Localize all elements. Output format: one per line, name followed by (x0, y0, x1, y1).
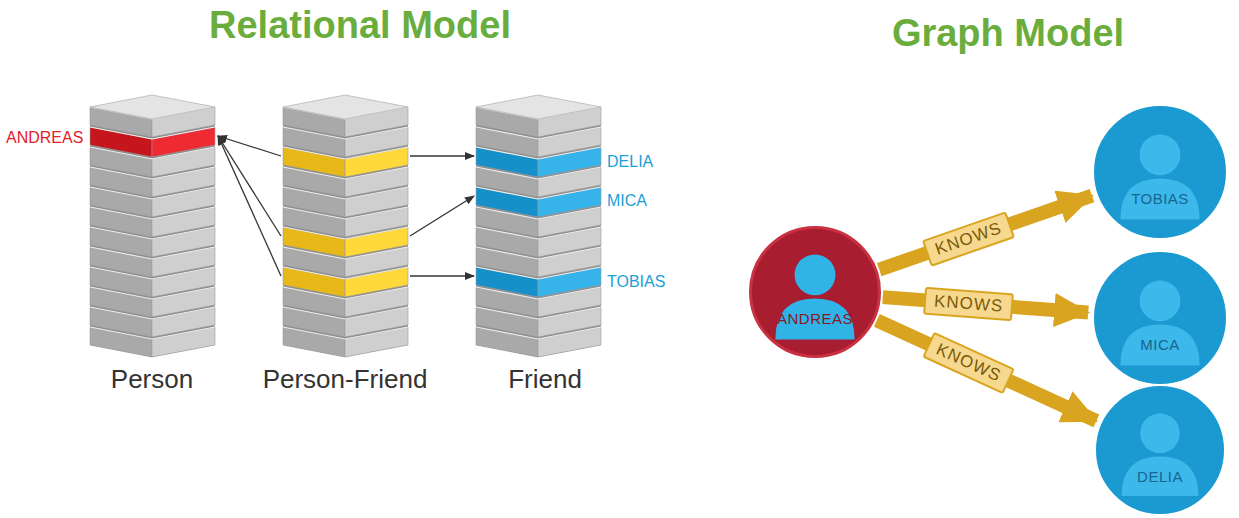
label-text: Person (111, 364, 193, 394)
table-name: Friend (508, 364, 582, 395)
person-icon (1094, 252, 1226, 384)
person-circle: ANDREAS (749, 226, 881, 358)
person-icon (1094, 106, 1226, 238)
label-text: TOBIAS (607, 273, 665, 290)
knows-arrow (879, 196, 1092, 270)
person-circle: DELIA (1096, 386, 1224, 514)
node-text: DELIA (1137, 468, 1183, 485)
reference-arrow (410, 196, 474, 236)
label-text: MICA (607, 192, 647, 209)
edge-label: KNOWS (922, 211, 1015, 267)
table-name: Person-Friend (263, 364, 428, 395)
person-table (90, 95, 215, 357)
node-text: MICA (1140, 336, 1180, 353)
label-text: Friend (508, 364, 582, 394)
reference-arrow (410, 275, 474, 276)
node-text: ANDREAS (777, 310, 853, 327)
row-label: MICA (607, 192, 647, 210)
edge-label: KNOWS (923, 331, 1016, 394)
row-label: TOBIAS (607, 273, 665, 291)
person-circle: TOBIAS (1094, 106, 1226, 238)
edge-label: KNOWS (924, 286, 1015, 321)
row-label: ANDREAS (6, 129, 83, 147)
reference-arrow (218, 136, 281, 236)
table-name: Person (111, 364, 193, 395)
label-text: Graph Model (892, 12, 1124, 54)
row-label: DELIA (607, 153, 653, 171)
reference-arrow (218, 136, 281, 156)
reference-arrow (218, 136, 281, 276)
reference-arrow (410, 155, 474, 156)
label-text: DELIA (607, 153, 653, 170)
label-text: Person-Friend (263, 364, 428, 394)
person-icon (1096, 386, 1224, 514)
person-icon (749, 226, 881, 358)
section-heading: Graph Model (892, 12, 1124, 55)
person-circle: MICA (1094, 252, 1226, 384)
node-text: TOBIAS (1131, 190, 1189, 207)
label-text: ANDREAS (6, 129, 83, 146)
knows-arrow (877, 320, 1097, 421)
person-friend-table (283, 95, 408, 357)
section-heading: Relational Model (209, 4, 511, 47)
label-text: Relational Model (209, 4, 511, 46)
friend-table (476, 95, 601, 357)
